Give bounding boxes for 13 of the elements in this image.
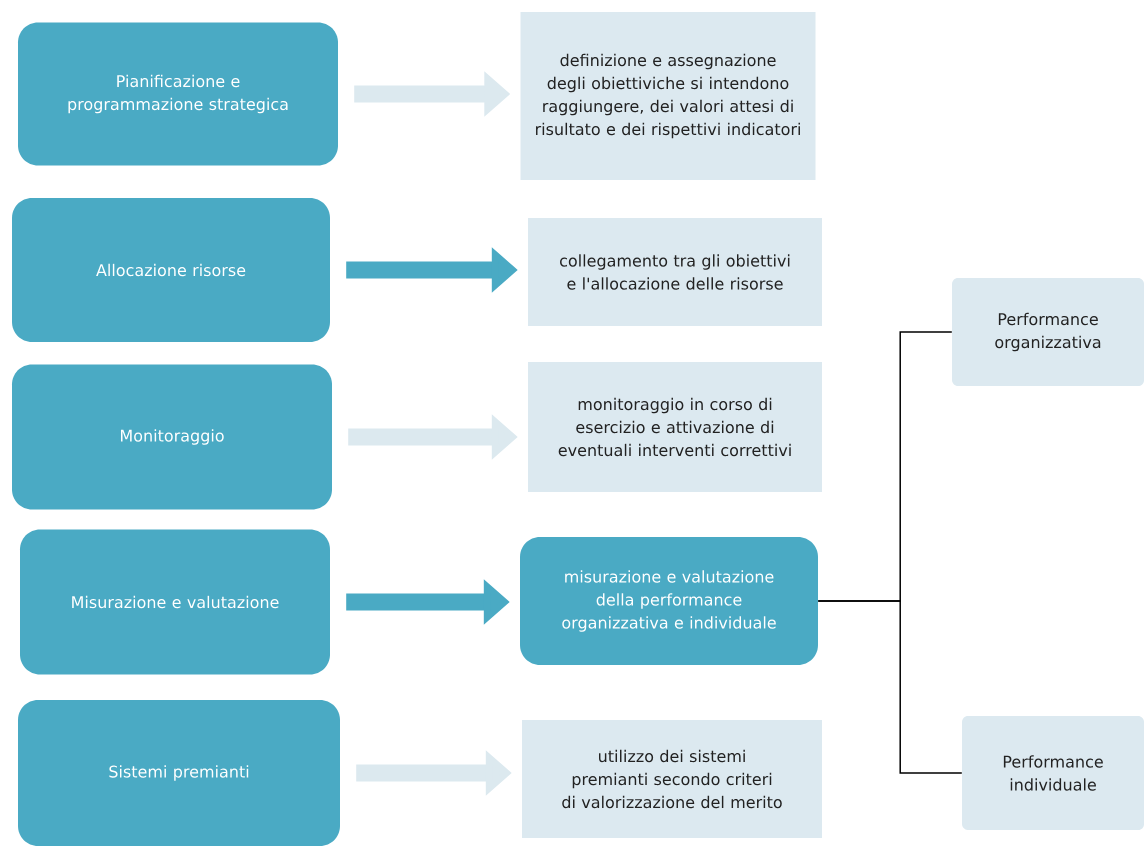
- result-box: Performance individuale: [962, 716, 1144, 830]
- process-box: Sistemi premianti: [18, 700, 340, 846]
- process-box: Pianificazione e programmazione strategica: [18, 22, 338, 166]
- process-box: Misurazione e valutazione: [20, 529, 330, 675]
- description-box: monitoraggio in corso di esercizio e attivazione di eventuali interventi correttivi: [528, 362, 822, 492]
- connector-line: [817, 600, 963, 774]
- process-box: Allocazione risorse: [12, 198, 330, 342]
- result-box: Performance organizzativa: [952, 278, 1144, 386]
- description-box: collegamento tra gli obiettivi e l'allocazione delle risorse: [528, 218, 822, 326]
- description-box: definizione e assegnazione degli obiettiviche si intendono raggiungere, dei valori attesi di risultato e dei rispettivi indicatori: [520, 12, 816, 180]
- description-box: utilizzo dei sistemi premianti secondo criteri di valorizzazione del merito: [522, 720, 822, 838]
- process-box: Monitoraggio: [12, 364, 332, 510]
- process-box: misurazione e valutazione della performance organizzativa e individuale: [520, 537, 818, 665]
